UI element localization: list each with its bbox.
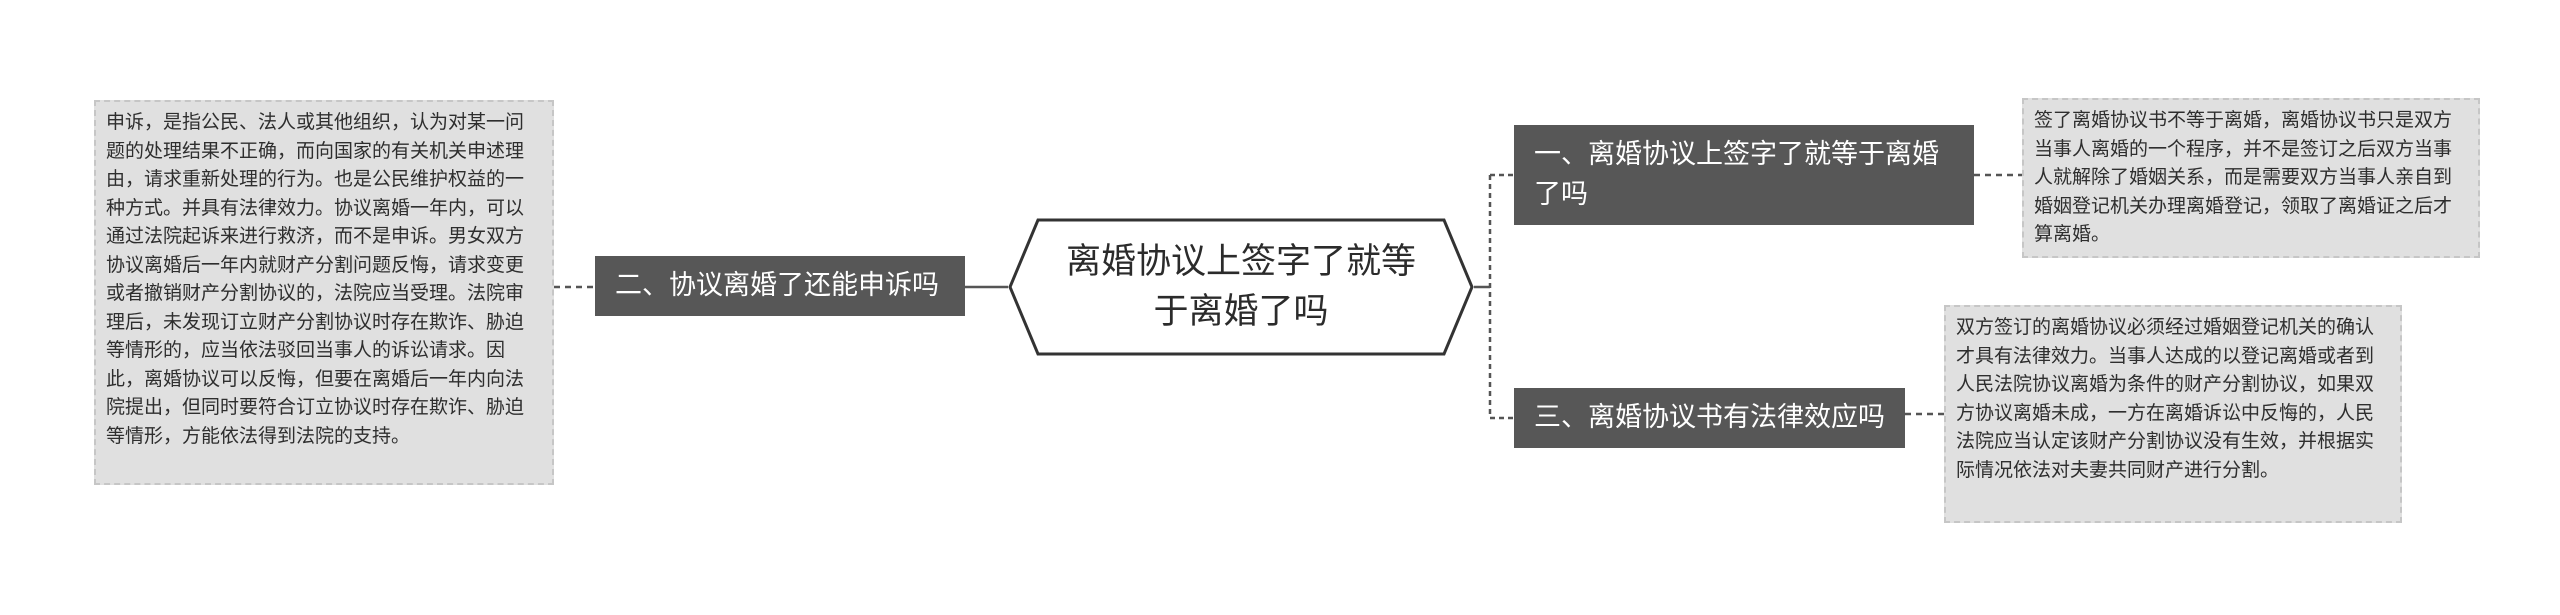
branch-node-3[interactable]: 三、离婚协议书有法律效应吗	[1514, 388, 1905, 448]
leaf-note-3[interactable]: 双方签订的离婚协议必须经过婚姻登记机关的确认才具有法律效力。当事人达成的以登记离…	[1944, 305, 2402, 523]
branch-node-1[interactable]: 一、离婚协议上签字了就等于离婚了吗	[1514, 125, 1974, 225]
leaf-note-2[interactable]: 申诉，是指公民、法人或其他组织，认为对某一问题的处理结果不正确，而向国家的有关机…	[94, 100, 554, 485]
central-topic-label: 离婚协议上签字了就等于离婚了吗	[1065, 242, 1416, 332]
central-topic-shape	[1008, 218, 1474, 356]
branch-node-2[interactable]: 二、协议离婚了还能申诉吗	[595, 256, 965, 316]
central-topic-node[interactable]: 离婚协议上签字了就等于离婚了吗	[1008, 218, 1474, 356]
leaf-note-1[interactable]: 签了离婚协议书不等于离婚，离婚协议书只是双方当事人离婚的一个程序，并不是签订之后…	[2022, 98, 2480, 258]
